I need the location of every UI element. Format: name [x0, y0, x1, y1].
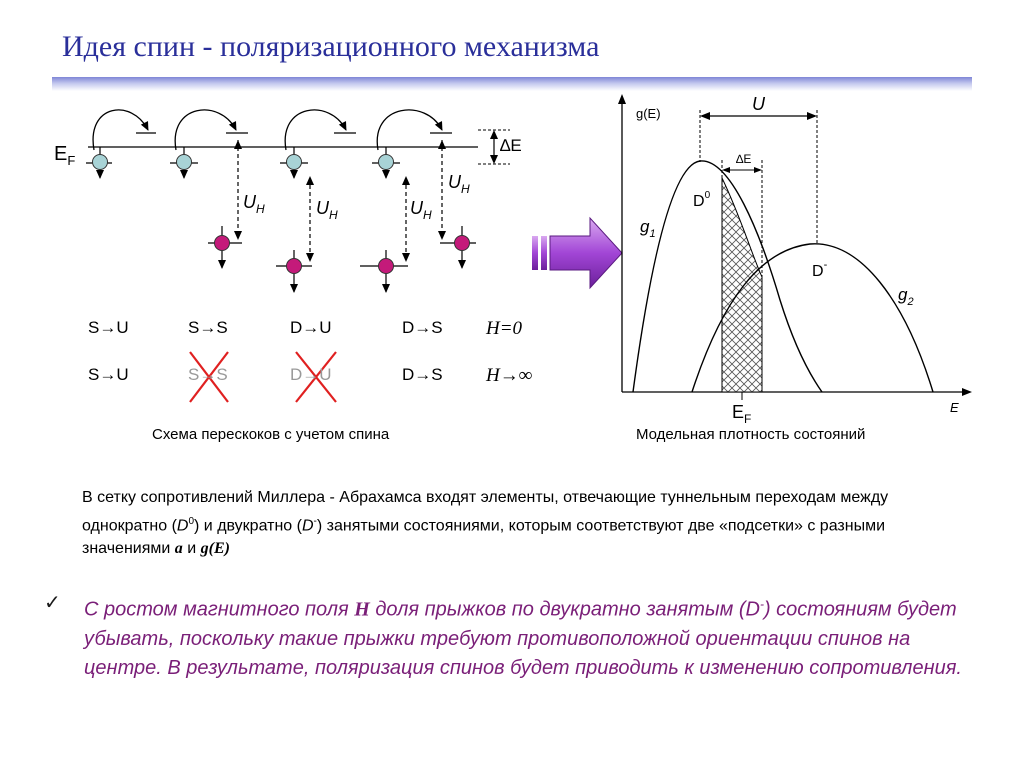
lower-site-4 — [454, 226, 470, 269]
right-caption: Модельная плотность состояний — [636, 426, 866, 443]
title-underline-bar — [52, 77, 972, 91]
lower-site-1 — [214, 226, 230, 269]
lower-site-2 — [286, 250, 302, 293]
energy-level-dashes — [86, 132, 452, 164]
g2-label: g2 — [898, 285, 914, 308]
site-2 — [176, 147, 192, 179]
conclusion-text: С ростом магнитного поля H доля прыжков … — [84, 597, 962, 679]
field-zero-label: H=0 — [486, 318, 523, 339]
uh-label-1: UH — [243, 192, 265, 216]
g1-label: g1 — [640, 217, 656, 240]
d0-label: D0 — [693, 190, 711, 210]
transition-r2-4: D→S — [402, 365, 443, 384]
fermi-level-label: EF — [54, 143, 75, 168]
transition-r1-1: S→U — [88, 318, 129, 337]
hopping-scheme-diagram: EF ∆E UH UH UH UH — [54, 94, 972, 426]
transition-arrow — [532, 216, 623, 290]
hop-arcs — [92, 109, 443, 151]
e-axis-label: E — [950, 400, 959, 415]
check-icon: ✓ — [44, 592, 61, 614]
page-title: Идея спин - поляризационного механизма — [62, 30, 600, 63]
transition-r1-2: S→S — [188, 318, 228, 337]
delta-e-range-label: ∆E — [736, 152, 751, 166]
double-occupied-sites — [214, 226, 470, 293]
uh-label-2: UH — [316, 198, 338, 222]
hubbard-gap-arrows — [237, 140, 443, 258]
lower-site-3 — [378, 250, 394, 293]
transition-r2-3-crossed: D→U — [290, 365, 332, 384]
left-caption: Схема перескоков с учетом спина — [152, 426, 390, 443]
uh-label-4: UH — [448, 172, 470, 196]
g2-curve — [691, 243, 934, 393]
transition-r1-3: D→U — [290, 318, 332, 337]
field-infinite-label: H→∞ — [486, 365, 533, 386]
single-occupied-sites — [92, 147, 394, 179]
g1-curve — [632, 160, 823, 393]
transition-r2-2-crossed: S→S — [188, 365, 228, 384]
density-of-states-plot: g(E) E U ∆E D0 D- g1 g2 EF — [618, 94, 972, 426]
site-4 — [378, 147, 394, 179]
g-axis-label: g(E) — [636, 106, 661, 121]
dminus-label: D- — [812, 259, 828, 280]
site-3 — [286, 147, 302, 179]
ef-label: EF — [732, 402, 751, 426]
uh-label-3: UH — [410, 198, 432, 222]
site-1 — [92, 147, 108, 179]
transition-r1-4: D→S — [402, 318, 443, 337]
u-range-label: U — [752, 94, 766, 114]
cross-marks — [189, 351, 337, 403]
transition-r2-1: S→U — [88, 365, 129, 384]
body-paragraph: В сетку сопротивлений Миллера - Абрахамс… — [82, 489, 889, 558]
delta-e-label: ∆E — [500, 136, 522, 155]
